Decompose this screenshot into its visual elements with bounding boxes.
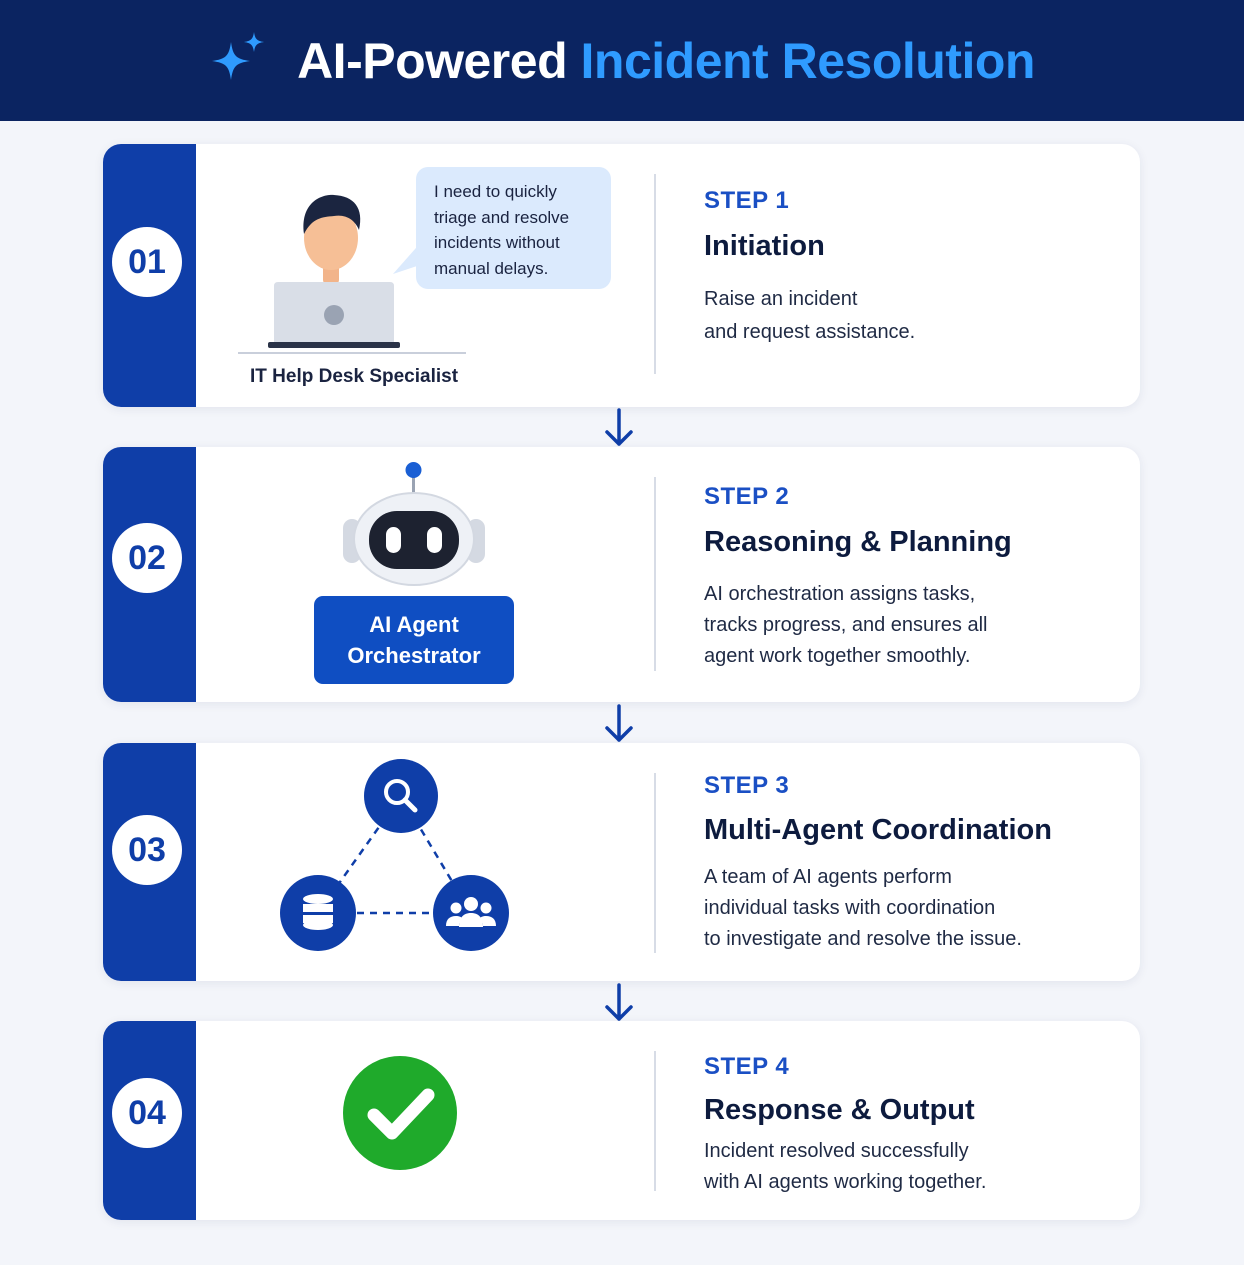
speech-bubble: I need to quickly triage and resolve inc… bbox=[416, 167, 611, 289]
header: AI-Powered Incident Resolution bbox=[0, 0, 1244, 121]
step-number: 04 bbox=[112, 1078, 182, 1148]
step-description: Raise an incident and request assistance… bbox=[704, 283, 915, 349]
step-title: Response & Output bbox=[704, 1094, 975, 1126]
speech-line: manual delays. bbox=[434, 258, 549, 278]
speech-line: I need to quickly bbox=[434, 182, 557, 201]
description-line: AI orchestration assigns tasks, bbox=[704, 583, 976, 605]
step-number: 01 bbox=[112, 227, 182, 297]
divider bbox=[654, 1051, 656, 1191]
step-label: STEP 2 bbox=[704, 483, 790, 510]
arrow-down-icon bbox=[605, 408, 633, 446]
orchestrator-badge: AI Agent Orchestrator bbox=[314, 596, 514, 684]
page-title: AI-Powered Incident Resolution bbox=[0, 0, 1244, 121]
orchestrator-line: AI Agent bbox=[369, 612, 459, 637]
speech-line: incidents without bbox=[434, 233, 560, 252]
step-number: 03 bbox=[112, 815, 182, 885]
checkmark-icon bbox=[343, 1056, 457, 1170]
step-title: Initiation bbox=[704, 230, 825, 262]
person-caption: IT Help Desk Specialist bbox=[250, 366, 459, 387]
orchestrator-line: Orchestrator bbox=[347, 643, 481, 668]
description-line: with AI agents working together. bbox=[704, 1171, 987, 1193]
database-icon bbox=[280, 875, 356, 951]
search-icon bbox=[364, 759, 438, 833]
description-line: and request assistance. bbox=[704, 321, 916, 343]
title-main: AI-Powered bbox=[297, 32, 568, 89]
users-icon bbox=[433, 875, 509, 951]
step-description: Incident resolved successfully with AI a… bbox=[704, 1136, 986, 1198]
step-label: STEP 1 bbox=[704, 187, 790, 214]
title-accent: Incident Resolution bbox=[580, 32, 1036, 89]
help-desk-person-icon bbox=[238, 194, 466, 354]
step-description: AI orchestration assigns tasks, tracks p… bbox=[704, 579, 987, 672]
divider bbox=[654, 174, 656, 374]
divider bbox=[654, 477, 656, 671]
step-number: 02 bbox=[112, 523, 182, 593]
step-title: Multi-Agent Coordination bbox=[704, 814, 1052, 846]
step-label: STEP 4 bbox=[704, 1053, 790, 1080]
speech-bubble-tail bbox=[393, 240, 423, 274]
robot-icon bbox=[343, 462, 485, 586]
speech-line: triage and resolve bbox=[434, 207, 570, 227]
description-line: to investigate and resolve the issue. bbox=[704, 928, 1022, 950]
description-line: A team of AI agents perform bbox=[704, 866, 952, 888]
arrow-down-icon bbox=[605, 704, 633, 742]
step-card-3: 03 STEP 3 Multi bbox=[103, 743, 1140, 981]
description-line: Raise an incident bbox=[704, 288, 858, 310]
step-card-4: 04 STEP 4 Response & Output Incident res… bbox=[103, 1021, 1140, 1220]
step-card-2: 02 AI Agent Orchestrator STEP 2 Reasonin… bbox=[103, 447, 1140, 702]
description-line: agent work together smoothly. bbox=[704, 645, 971, 667]
description-line: tracks progress, and ensures all bbox=[704, 614, 988, 636]
step-title: Reasoning & Planning bbox=[704, 526, 1012, 558]
step-description: A team of AI agents perform individual t… bbox=[704, 862, 1022, 955]
description-line: Incident resolved successfully bbox=[704, 1140, 969, 1162]
sparkle-icon bbox=[212, 31, 265, 80]
agent-network bbox=[280, 759, 509, 951]
divider bbox=[654, 773, 656, 953]
step-card-1: 01 I need to quickly triage and resolve … bbox=[103, 144, 1140, 407]
step-label: STEP 3 bbox=[704, 772, 790, 799]
arrow-down-icon bbox=[605, 983, 633, 1021]
description-line: individual tasks with coordination bbox=[704, 897, 996, 919]
